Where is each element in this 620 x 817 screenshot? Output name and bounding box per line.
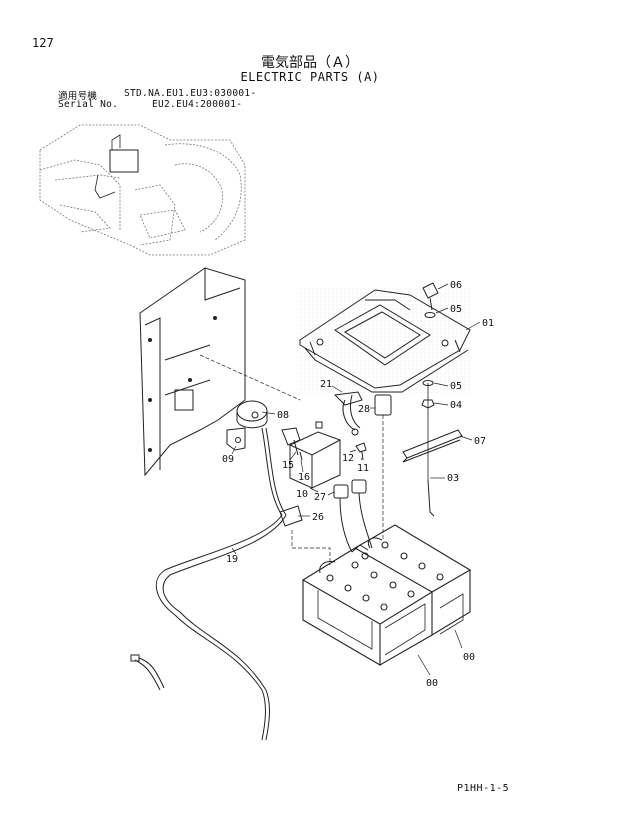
serial-label-english: Serial No. [58,99,119,110]
cable-21 [333,391,392,540]
callout-00-front-battery: 00 [426,678,438,689]
callout-08: 08 [277,410,289,421]
leader-lines [231,283,481,676]
terminal-cover [281,427,341,489]
battery-rear [354,524,472,636]
serial-label-japanese: 適用号機 [58,91,98,102]
callout-07: 07 [474,436,486,447]
callout-09: 09 [222,454,234,465]
callout-11: 11 [357,463,369,474]
location-view [39,124,246,256]
callout-28: 28 [358,404,370,415]
callout-19: 19 [226,554,238,565]
callout-15: 15 [282,460,294,471]
hold-down-bar [402,429,463,463]
page-title-english: ELECTRIC PARTS (A) [240,70,380,84]
callout-03: 03 [447,473,459,484]
cable-27 [333,479,373,553]
callout-16: 16 [298,472,310,483]
screws [315,421,367,461]
callout-21: 21 [320,379,332,390]
battery-front [301,547,434,666]
cable-19 [130,427,331,741]
callout-10: 10 [296,489,308,500]
callout-05-lower: 05 [450,381,462,392]
frame-plate [139,267,301,477]
callout-26: 26 [312,512,324,523]
battery-tray [299,288,472,393]
page-title-japanese: 電気部品（Ａ） [261,55,359,71]
callout-27: 27 [314,492,326,503]
serial-range-line1: STD.NA.EU1.EU3:030001- [124,88,257,99]
battery-cables [319,537,383,574]
callout-04: 04 [450,400,462,411]
callout-12: 12 [342,453,354,464]
callout-06: 06 [450,280,462,291]
callout-01: 01 [482,318,494,329]
serial-range-line2: EU2.EU4:200001- [152,99,243,110]
callout-05-upper: 05 [450,304,462,315]
callout-00-rear-battery: 00 [463,652,475,663]
hardware-bolts [421,282,439,517]
page-number: 127 [32,36,54,50]
footer-code: P1HH-1-5 [457,783,510,794]
